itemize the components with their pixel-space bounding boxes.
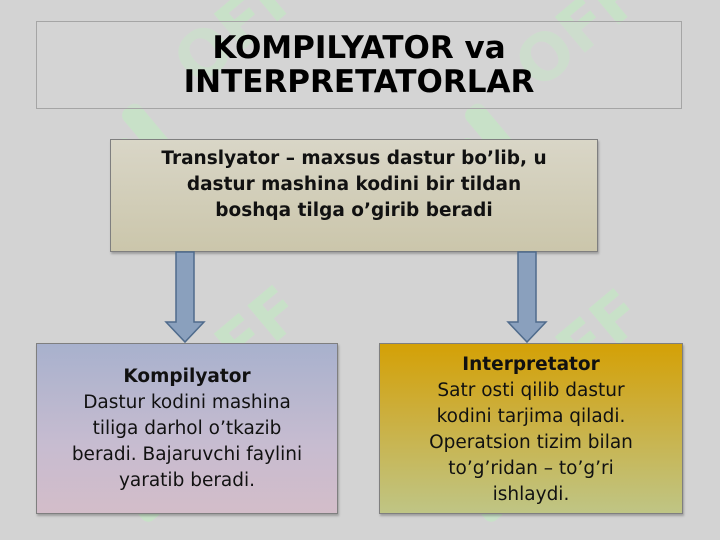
- title-line-2: INTERPRETATORLAR: [183, 64, 535, 100]
- compiler-line-2: tiliga darhol o’tkazib: [92, 417, 282, 439]
- compiler-line-1: Dastur kodini mashina: [83, 391, 291, 413]
- translator-line-3: boshqa tilga o’girib beradi: [215, 200, 493, 221]
- arrow-down-right: [506, 251, 548, 344]
- interpreter-line-3: Operatsion tizim bilan: [429, 432, 633, 453]
- interpreter-box: Interpretator Satr osti qilib dastur kod…: [379, 343, 683, 514]
- interpreter-line-2: kodini tarjima qiladi.: [436, 406, 626, 427]
- page-title: KOMPILYATOR va INTERPRETATORLAR: [184, 31, 535, 99]
- title-box: KOMPILYATOR va INTERPRETATORLAR: [36, 21, 682, 109]
- interpreter-line-4: to’g’ridan – to’g’ri: [448, 458, 614, 479]
- compiler-line-4: yaratib beradi.: [118, 469, 256, 491]
- arrow-down-left: [164, 251, 206, 344]
- translator-line-2: dastur mashina kodini bir tildan: [186, 174, 522, 195]
- translator-line-1: Translyator – maxsus dastur bo’lib, u: [161, 148, 547, 169]
- translator-box: Translyator – maxsus dastur bo’lib, u da…: [110, 139, 598, 252]
- interpreter-line-1: Satr osti qilib dastur: [437, 380, 625, 401]
- compiler-box: Kompilyator Dastur kodini mashina tiliga…: [36, 343, 338, 514]
- compiler-line-3: beradi. Bajaruvchi faylini: [71, 443, 303, 465]
- title-line-1: KOMPILYATOR va: [212, 30, 506, 66]
- interpreter-heading: Interpretator: [462, 354, 600, 375]
- interpreter-line-5: ishlaydi.: [492, 484, 570, 505]
- compiler-heading: Kompilyator: [123, 365, 251, 387]
